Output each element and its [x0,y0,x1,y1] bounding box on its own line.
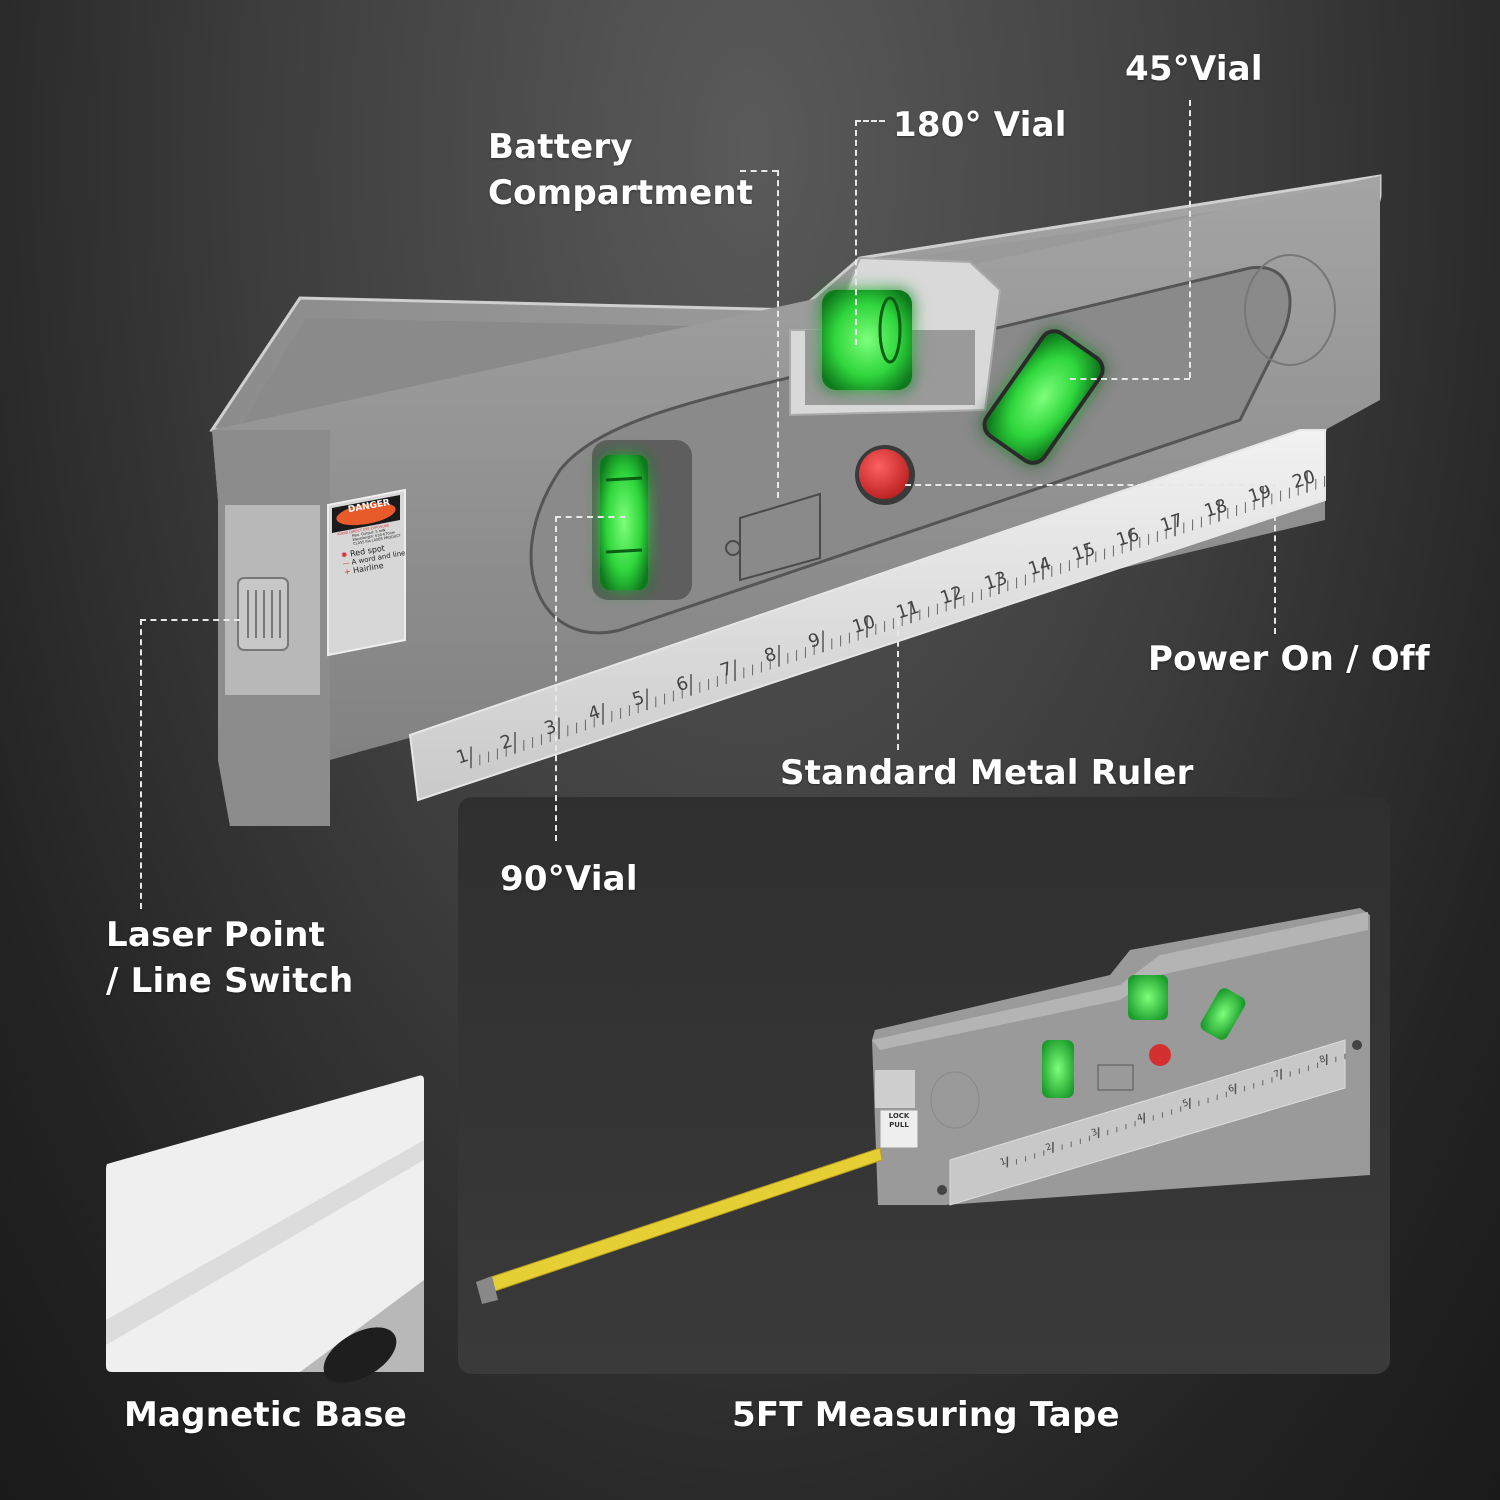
caption-measuring-tape: 5FT Measuring Tape [732,1395,1120,1435]
mini-ruler-number: 1 [999,1157,1008,1168]
callout-battery-line1: Battery [488,127,633,167]
leader-180-v [855,120,857,345]
leader-ruler-v [897,620,899,750]
callout-power-on-off: Power On / Off [1148,639,1430,679]
callout-180-vial: 180° Vial [893,105,1067,145]
mini-ruler-number: 6 [1227,1084,1236,1095]
leader-battery-v [777,170,779,498]
mini-ruler-number: 2 [1045,1142,1054,1153]
tape-pull-text: PULL [889,1121,909,1129]
main-ruler [408,429,1326,802]
tape-lock-text: LOCK [888,1112,910,1120]
callout-45-vial: 45°Vial [1125,49,1263,89]
measuring-tape-blade [487,1147,883,1293]
mini-ruler [949,1039,1346,1206]
mini-ruler-number: 7 [1273,1069,1282,1080]
leader-45-v [1189,100,1191,378]
mini-ruler-number: 3 [1090,1128,1099,1139]
callout-standard-metal-ruler: Standard Metal Ruler [780,753,1194,793]
mini-ruler-number: 8 [1318,1054,1327,1065]
battery-door [739,492,821,582]
callout-laser-switch: Laser Point / Line Switch [106,912,353,1004]
caption-magnetic-base: Magnetic Base [124,1395,408,1435]
leader-power-v [1274,484,1276,634]
leader-laser-v [140,619,142,909]
vial-90 [600,455,648,590]
leader-power-h [905,484,1275,486]
callout-laser-line2: / Line Switch [106,961,354,1001]
callout-90-vial: 90°Vial [500,859,638,899]
tape-lock-label: LOCK PULL [881,1112,917,1130]
mini-ruler-number: 4 [1136,1113,1145,1124]
leader-battery-h [740,170,778,172]
leader-180-h [855,120,885,122]
power-button [859,449,909,499]
leader-laser-h [140,619,240,621]
vial-45 [982,329,1105,465]
mini-ruler-number: 5 [1181,1098,1190,1109]
vial-180 [822,290,912,390]
callout-battery-compartment: Battery Compartment [488,124,753,216]
leader-90-v [555,516,557,841]
callout-laser-line1: Laser Point [106,915,326,955]
leader-45-h [1070,378,1190,380]
callout-battery-line2: Compartment [488,173,754,213]
leader-90-h [555,516,625,518]
